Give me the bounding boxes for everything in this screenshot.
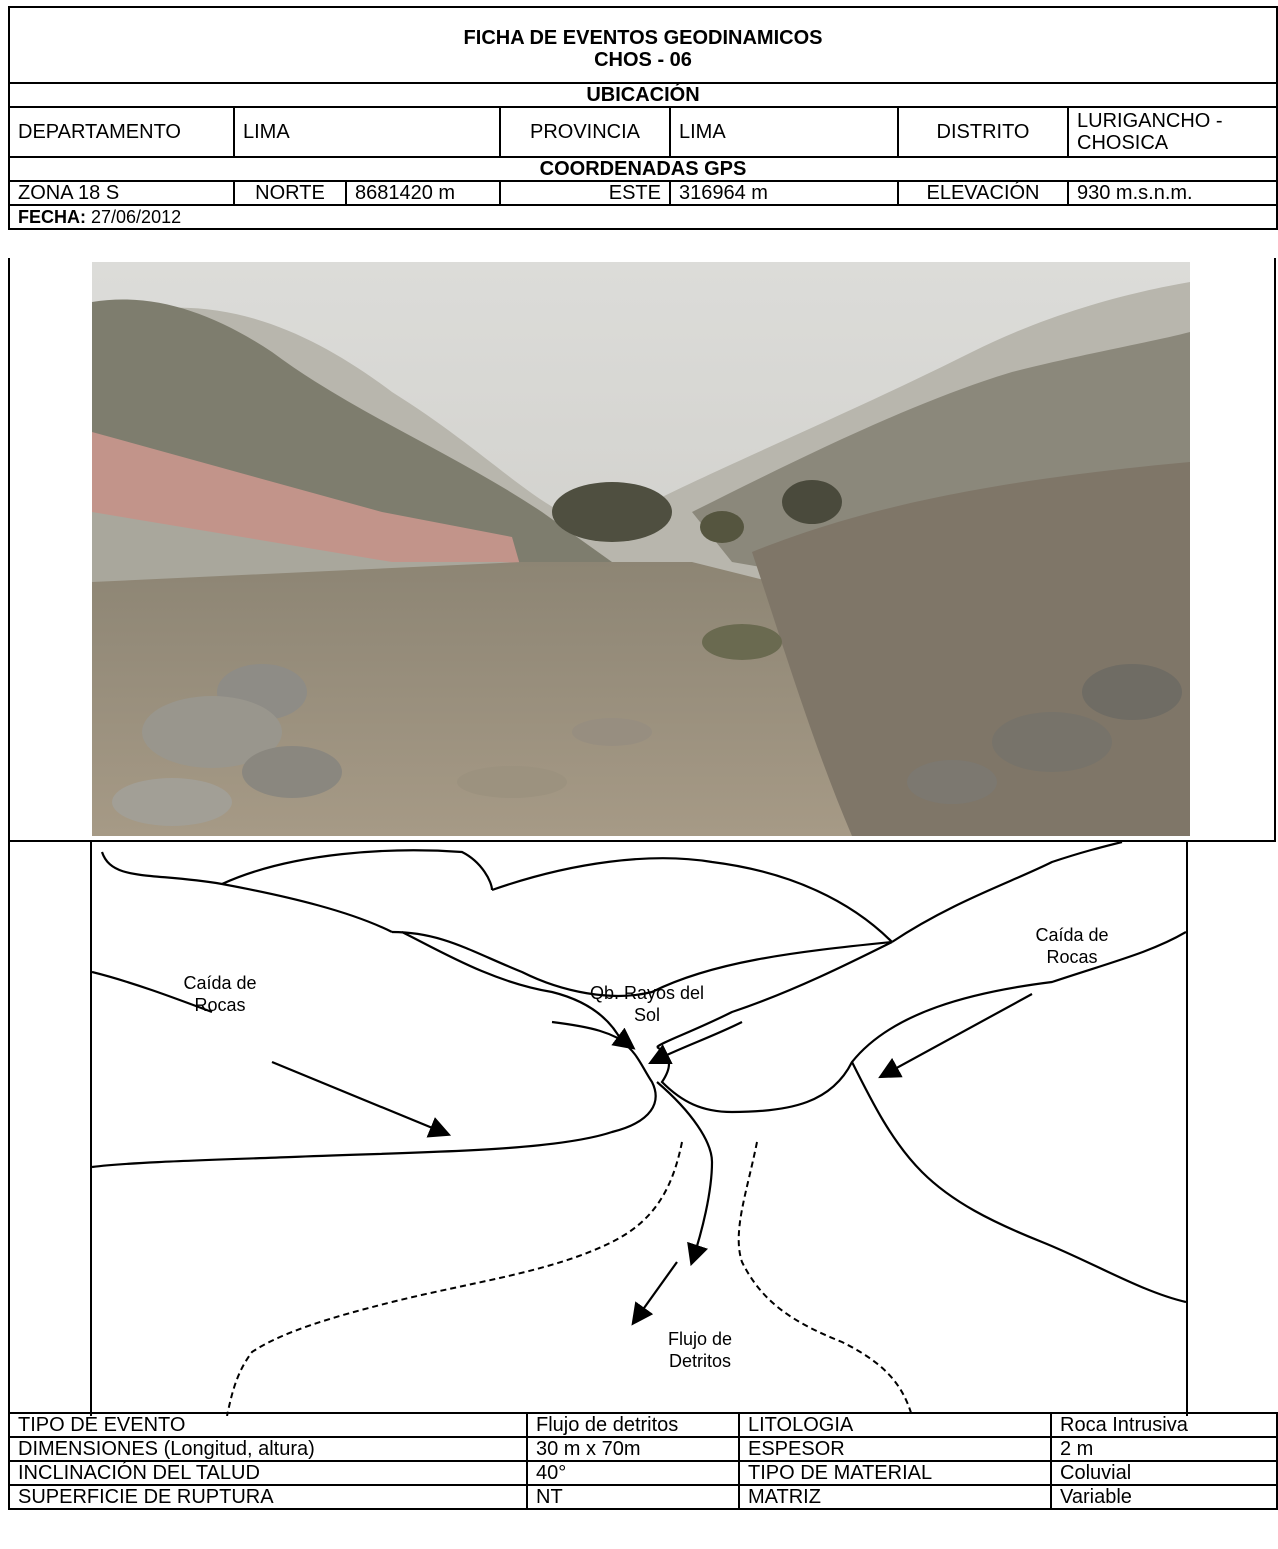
norte-value: 8681420 m	[345, 180, 501, 206]
right-rockfall-line-1: Caída de	[1035, 925, 1109, 945]
event-sheet: FICHA DE EVENTOS GEODINAMICOS CHOS - 06 …	[7, 6, 1278, 1546]
distrito-label: DISTRITO	[897, 106, 1069, 158]
fecha-value: 27/06/2012	[91, 207, 182, 227]
fecha-label: FECHA:	[18, 207, 86, 227]
detail-key: MATRIZ	[738, 1484, 1052, 1510]
distrito-value: LURIGANCHO - CHOSICA	[1066, 106, 1278, 158]
quebrada-line-1: Qb. Rayos del	[589, 983, 705, 1003]
detail-key: SUPERFICIE DE RUPTURA	[8, 1484, 528, 1510]
flow-line-1: Flujo de	[667, 1329, 733, 1349]
provincia-value: LIMA	[669, 106, 899, 158]
detail-value: 40°	[526, 1460, 740, 1486]
left-rockfall-line-1: Caída de	[183, 973, 257, 993]
details-table: TIPO DE EVENTO Flujo de detritos LITOLOG…	[8, 1412, 1278, 1510]
photo-section	[8, 258, 1276, 840]
right-rockfall-label: Caída de Rocas	[1012, 924, 1132, 968]
left-rockfall-line-2: Rocas	[194, 995, 246, 1015]
details-body: TIPO DE EVENTO Flujo de detritos LITOLOG…	[8, 1412, 1278, 1510]
title-line-1: FICHA DE EVENTOS GEODINAMICOS	[463, 27, 823, 49]
este-value: 316964 m	[669, 180, 899, 206]
field-photo	[92, 262, 1190, 836]
detail-value: NT	[526, 1484, 740, 1510]
detail-key: ESPESOR	[738, 1436, 1052, 1462]
detail-value: 30 m x 70m	[526, 1436, 740, 1462]
header-table: FICHA DE EVENTOS GEODINAMICOS CHOS - 06 …	[7, 6, 1278, 230]
elevacion-value: 930 m.s.n.m.	[1066, 180, 1278, 206]
norte-label: NORTE	[233, 180, 347, 206]
detail-value: Flujo de detritos	[526, 1412, 740, 1438]
detail-key: LITOLOGIA	[738, 1412, 1052, 1438]
sketch-frame: Caída de Rocas Caída de Rocas Qb. Rayos …	[90, 840, 1188, 1417]
sheet-title: FICHA DE EVENTOS GEODINAMICOS CHOS - 06	[7, 6, 1278, 84]
departamento-label: DEPARTAMENTO	[8, 106, 235, 158]
coords-heading: COORDENADAS GPS	[7, 156, 1278, 182]
title-line-2: CHOS - 06	[594, 49, 692, 71]
detail-value: Coluvial	[1050, 1460, 1278, 1486]
sketch-section: Caída de Rocas Caída de Rocas Qb. Rayos …	[8, 840, 1276, 1417]
quebrada-line-2: Sol	[633, 1005, 660, 1025]
provincia-label: PROVINCIA	[499, 106, 671, 158]
detail-key: INCLINACIÓN DEL TALUD	[8, 1460, 528, 1486]
table-row: DIMENSIONES (Longitud, altura) 30 m x 70…	[8, 1436, 1278, 1462]
quebrada-label: Qb. Rayos del Sol	[572, 982, 722, 1026]
zona-value: ZONA 18 S	[8, 180, 235, 206]
ubicacion-heading: UBICACIÓN	[7, 82, 1278, 108]
este-label: ESTE	[499, 180, 671, 206]
detail-key: TIPO DE MATERIAL	[738, 1460, 1052, 1486]
landscape-photo	[92, 262, 1190, 836]
departamento-value: LIMA	[233, 106, 501, 158]
right-rockfall-line-2: Rocas	[1046, 947, 1098, 967]
left-rockfall-label: Caída de Rocas	[150, 972, 290, 1016]
detail-value: Roca Intrusiva	[1050, 1412, 1278, 1438]
flow-label: Flujo de Detritos	[640, 1328, 760, 1372]
fecha-row: FECHA: 27/06/2012	[7, 204, 1278, 230]
table-row: INCLINACIÓN DEL TALUD 40° TIPO DE MATERI…	[8, 1460, 1278, 1486]
flow-line-2: Detritos	[668, 1351, 731, 1371]
detail-value: 2 m	[1050, 1436, 1278, 1462]
sketch-drawing	[91, 840, 1187, 1417]
table-row: TIPO DE EVENTO Flujo de detritos LITOLOG…	[8, 1412, 1278, 1438]
elevacion-label: ELEVACIÓN	[897, 180, 1069, 206]
detail-key: DIMENSIONES (Longitud, altura)	[8, 1436, 528, 1462]
table-row: SUPERFICIE DE RUPTURA NT MATRIZ Variable	[8, 1484, 1278, 1510]
detail-key: TIPO DE EVENTO	[8, 1412, 528, 1438]
detail-value: Variable	[1050, 1484, 1278, 1510]
